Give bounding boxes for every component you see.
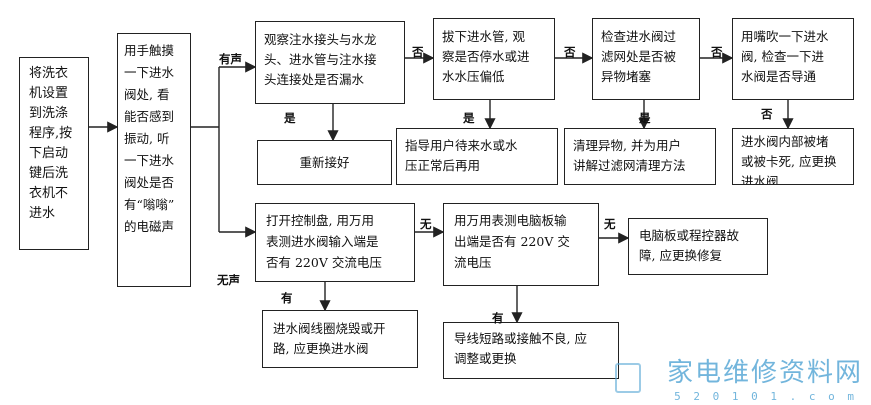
label-yes-2: 是 <box>463 111 475 125</box>
step-check-filter: 检查进水阀过 滤网处是否被 异物堵塞 <box>592 18 700 100</box>
result-coil-fault: 进水阀线圈烧毁或开 路, 应更换进水阀 <box>262 310 418 368</box>
label-yes-1: 是 <box>284 111 296 125</box>
label-have-2: 有 <box>492 311 504 325</box>
step-pull-pipe: 拔下进水管, 观 察是否停水或进 水水压偏低 <box>433 18 555 100</box>
label-no-sound: 无声 <box>217 273 240 287</box>
watermark-logo-icon <box>615 363 641 393</box>
label-none-2: 无 <box>604 217 616 231</box>
step-measure-board-output: 用万用表测电脑板输 出端是否有 220V 交 流电压 <box>443 203 599 286</box>
result-wait-water: 指导用户待来水或水 压正常后再用 <box>396 128 558 185</box>
step-blow-valve: 用嘴吹一下进水 阀, 检查一下进 水阀是否导通 <box>732 18 854 100</box>
step-touch-valve: 用手触摸 一下进水 阀处, 看 能否感到 振动, 听 一下进水 阀处是否 有“嗡… <box>117 33 191 287</box>
result-wire-fault: 导线短路或接触不良, 应 调整或更换 <box>443 322 619 379</box>
step-observe-leak: 观察注水接头与水龙 头、进水管与注水接 头连接处是否漏水 <box>255 21 405 104</box>
result-valve-blocked: 进水阀内部被堵 或被卡死, 应更换 进水阀 <box>732 128 854 185</box>
label-yes-3: 是 <box>639 111 651 125</box>
result-reconnect: 重新接好 <box>257 140 392 185</box>
result-board-fault: 电脑板或程控器故 障, 应更换修复 <box>628 218 768 275</box>
label-have-1: 有 <box>281 291 293 305</box>
label-no-1: 否 <box>412 45 424 59</box>
watermark-url: 5 2 0 1 0 1 . c o m <box>674 390 857 403</box>
label-no-2: 否 <box>564 45 576 59</box>
step-start: 将洗衣 机设置 到洗涤 程序,按 下启动 键后洗 衣机不 进水 <box>19 57 89 250</box>
label-no-4: 否 <box>761 107 773 121</box>
result-clean-filter: 清理异物, 并为用户 讲解过滤网清理方法 <box>564 128 716 185</box>
label-has-sound: 有声 <box>219 52 242 66</box>
step-measure-valve-input: 打开控制盘, 用万用 表测进水阀输入端是 否有 220V 交流电压 <box>255 203 415 282</box>
watermark-name: 家电维修资料网 <box>666 358 863 388</box>
label-no-3: 否 <box>711 45 723 59</box>
label-none-1: 无 <box>420 217 432 231</box>
